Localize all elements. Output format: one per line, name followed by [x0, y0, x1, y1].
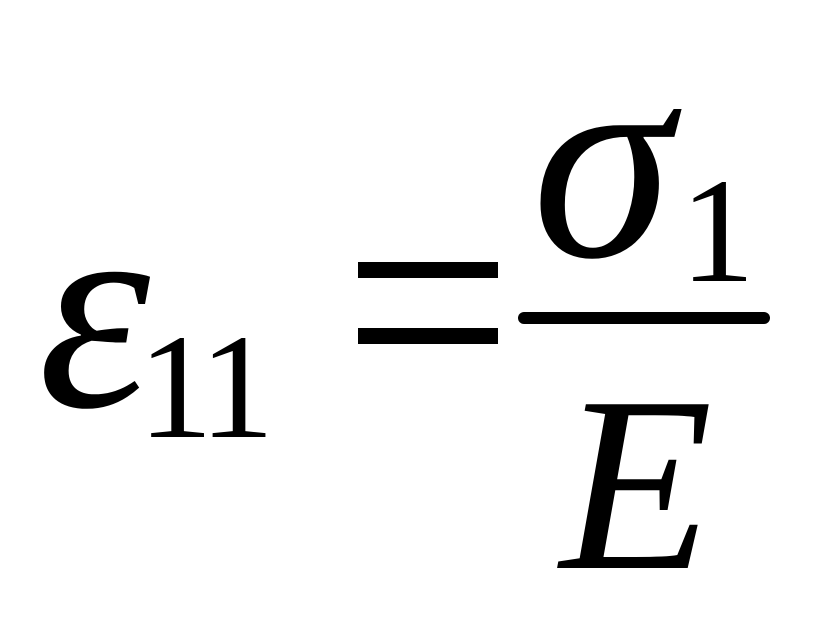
epsilon-subscript: 11 — [138, 304, 274, 470]
equals-top-bar — [358, 262, 498, 278]
sigma-symbol: σ — [532, 2, 673, 318]
equals-bottom-bar — [358, 328, 498, 344]
denominator-e: E — [560, 346, 713, 623]
epsilon-symbol: ε — [38, 152, 151, 468]
fraction-bar — [518, 312, 770, 324]
equals-sign — [358, 262, 498, 344]
sigma-subscript: 1 — [680, 148, 755, 314]
